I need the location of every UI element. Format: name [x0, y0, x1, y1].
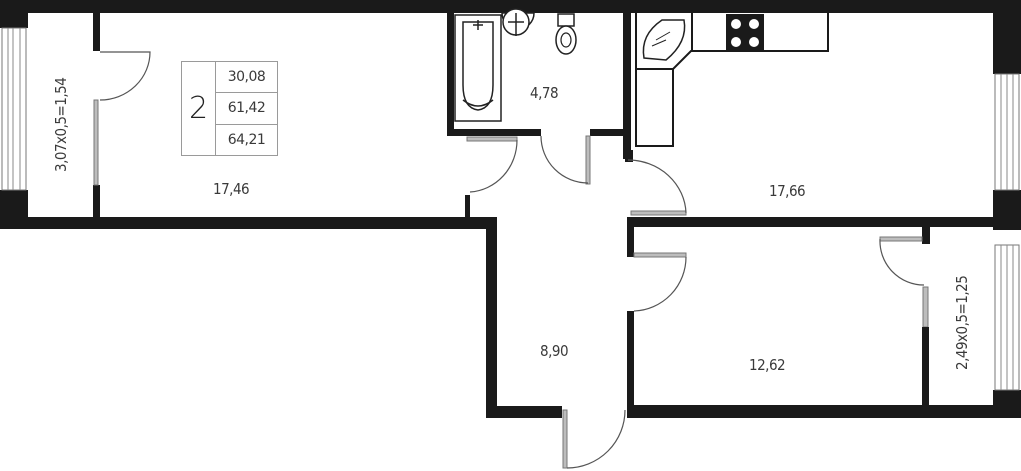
wall-bath-bottom-left [447, 129, 541, 136]
wall-bath-left [447, 13, 454, 136]
wall-bedroom-bottom [627, 405, 1021, 418]
balcony-right-formula: 2,49x0,5=1,25 [953, 275, 971, 370]
kitchen-sink-icon [642, 19, 686, 61]
door-swing-balcony-left [99, 51, 151, 101]
window-left [1, 27, 27, 191]
wall-right-upper [993, 0, 1021, 74]
rooms-count: 2 [182, 62, 216, 155]
door-swing-bedroom [633, 256, 687, 312]
room-area-living: 17,46 [213, 180, 250, 198]
wall-bedroom-left [627, 311, 634, 418]
wall-balcony-left-top [93, 13, 100, 51]
door-swing-balcony-right [879, 238, 925, 286]
wall-balcony-right-top [922, 222, 930, 244]
window-right-balcony [994, 244, 1020, 391]
door-leaf-entry [562, 409, 568, 469]
wall-top [0, 0, 1021, 13]
door-leaf-kitchen [630, 210, 687, 216]
wall-bedroom-left-top [627, 217, 634, 257]
stove-icon [726, 14, 764, 52]
room-area-bedroom: 12,62 [749, 356, 786, 374]
total-area: 61,42 [216, 92, 277, 123]
wall-balcony-left-bottom [93, 185, 100, 218]
wall-kitchen-left-lower [625, 150, 633, 162]
wall-left-top [0, 0, 28, 28]
bathtub-icon [454, 14, 502, 122]
living-area: 30,08 [227, 69, 266, 86]
total-area-with-balcony: 64,21 [216, 123, 277, 155]
window-kitchen [994, 73, 1020, 191]
door-leaf-bath [585, 135, 591, 185]
toilet-icon [555, 13, 577, 55]
wall-balcony-right-bottom [922, 327, 929, 407]
sink-icon [501, 8, 535, 36]
room-area-bathroom: 4,78 [530, 84, 559, 102]
apartment-summary-box: 2 30,08 61,42 64,21 [181, 61, 278, 156]
wall-kitchen-bottom [627, 217, 1021, 227]
room-area-hallway: 8,90 [540, 342, 569, 360]
door-leaf-living [466, 136, 518, 142]
kitchen-counter [635, 13, 829, 147]
area-stack: 30,08 61,42 64,21 [216, 62, 277, 155]
door-swing-kitchen [627, 159, 687, 214]
door-leaf-balcony-right [879, 236, 923, 242]
wall-living-bottom [0, 217, 497, 229]
wall-living-stub [465, 195, 470, 217]
door-leaf-balcony-right-fixed [922, 286, 929, 328]
room-area-kitchen: 17,66 [769, 182, 806, 200]
wall-bath-right [623, 13, 631, 159]
wall-bath-bottom-right [590, 129, 626, 136]
door-swing-bath [540, 135, 589, 184]
door-leaf-bedroom [633, 252, 687, 258]
balcony-left-formula: 3,07x0,5=1,54 [52, 77, 70, 172]
door-swing-living [469, 139, 518, 193]
wall-hall-bottom-left [486, 406, 562, 418]
door-leaf-balcony-left [93, 99, 99, 186]
wall-hall-left [486, 217, 497, 414]
door-swing-entry [566, 409, 626, 469]
